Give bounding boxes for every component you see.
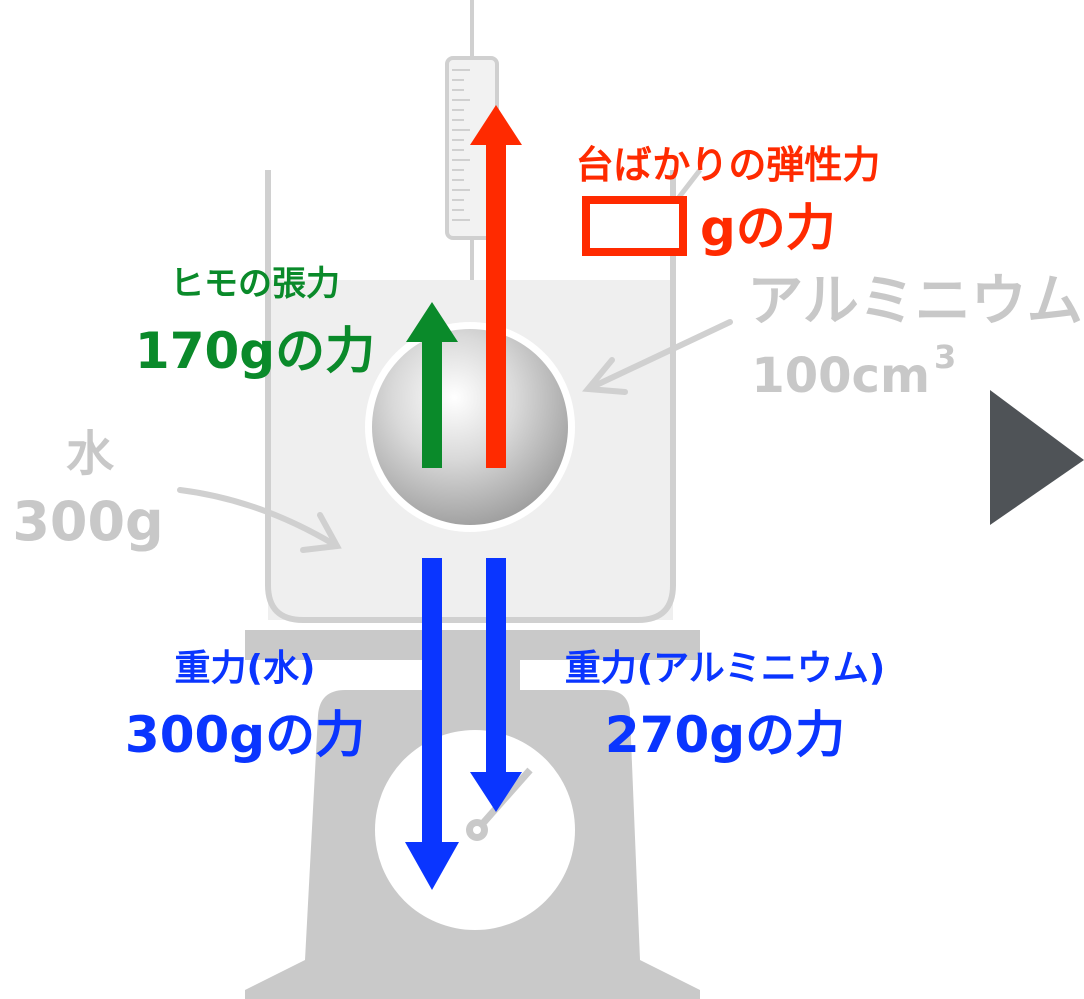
blue-force-arrow-water [405, 558, 459, 890]
aluminum-volume: 100cm [751, 348, 930, 404]
gravity-water-label: 重力(水) [175, 648, 316, 689]
play-triangle-icon[interactable] [990, 390, 1084, 525]
aluminum-volume-exponent: 3 [934, 338, 956, 376]
beaker [265, 168, 702, 623]
blue-force-arrow-aluminum [470, 558, 522, 812]
green-force-arrow [406, 302, 458, 468]
string-tension-label: ヒモの張力 [170, 264, 340, 304]
gravity-aluminum-label: 重力(アルミニウム) [565, 648, 886, 689]
scale-force-label: 台ばかりの弾性力 [576, 143, 881, 187]
answer-blank-box[interactable] [582, 196, 687, 256]
string-tension-value: 170gの力 [135, 322, 375, 380]
water-mass: 300g [12, 490, 163, 553]
scale-force-unit: gの力 [700, 199, 836, 257]
table-scale [245, 630, 700, 999]
aluminum-pointer-arrow [582, 319, 733, 395]
gravity-aluminum-value: 270gの力 [605, 706, 845, 764]
water-label: 水 [66, 426, 115, 482]
red-force-arrow [470, 105, 522, 468]
water-pointer-arrow [177, 487, 342, 553]
aluminum-label: アルミニウム [747, 269, 1082, 334]
gravity-water-value: 300gの力 [125, 706, 365, 764]
